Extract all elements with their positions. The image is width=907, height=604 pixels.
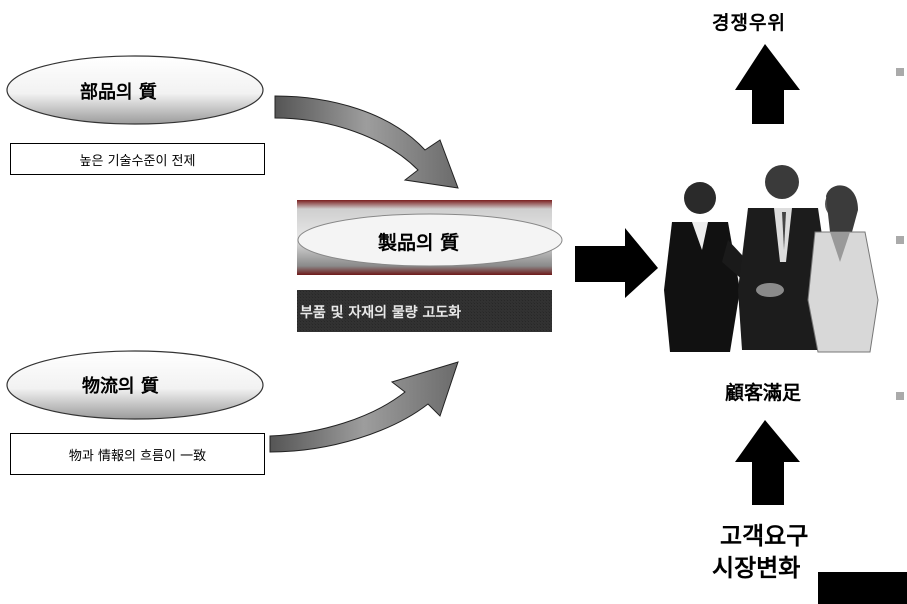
ellipse-logistics-quality [6, 350, 264, 420]
parts-quality-label: 部品의 質 [80, 82, 157, 103]
product-quality-label: 製品의 質 [378, 232, 460, 254]
logistics-quality-caption: 物과 情報의 흐름이 一致 [10, 433, 265, 475]
product-sub-label: 부품 및 자재의 물량 고도화 [300, 305, 462, 321]
up-arrow-icon [735, 44, 800, 124]
competitive-advantage-label: 경쟁우위 [712, 12, 786, 34]
up-arrow-icon [735, 420, 800, 505]
product-quality-ellipse [297, 213, 563, 267]
customer-demand-label: 고객요구 [720, 522, 809, 550]
right-arrow-icon [575, 228, 658, 298]
parts-quality-caption: 높은 기술수준이 전제 [10, 143, 265, 175]
people-handshake-illustration [664, 165, 879, 353]
ellipse-parts-quality [6, 55, 264, 125]
market-change-label: 시장변화 [712, 554, 801, 582]
curved-arrow-icon [269, 361, 459, 453]
customer-satisfaction-label: 顧客滿足 [725, 382, 802, 404]
logistics-quality-label: 物流의 質 [82, 376, 159, 397]
black-bar [818, 572, 907, 604]
curved-arrow-icon [274, 95, 459, 189]
